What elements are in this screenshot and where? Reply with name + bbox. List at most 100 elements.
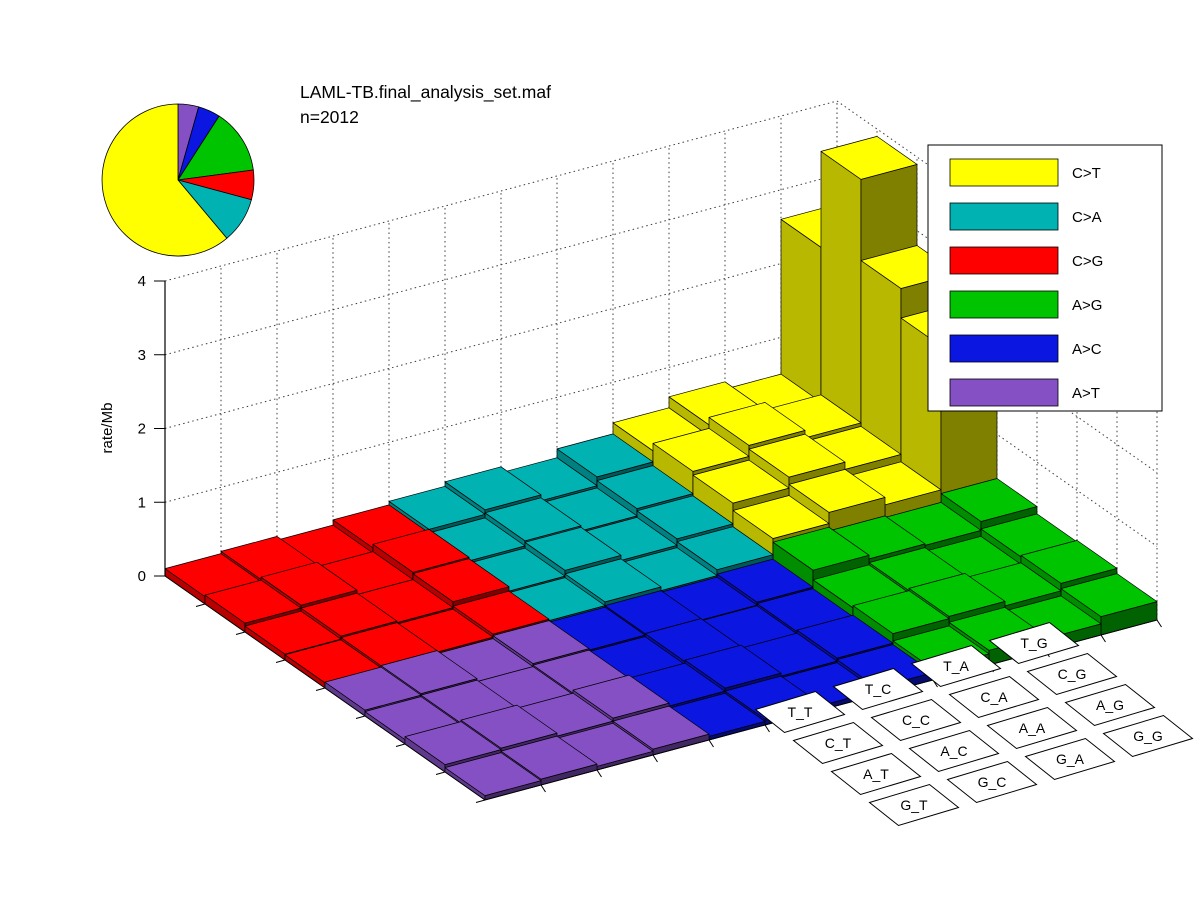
bar-top-face [732, 495, 830, 539]
z-tick-label: 2 [138, 421, 146, 438]
x-tick [540, 784, 546, 793]
context-tile [832, 667, 924, 711]
y-tick [395, 743, 406, 747]
context-tile-label: C_A [980, 689, 1008, 705]
context-tile-label: T_T [788, 704, 813, 720]
context-tile-label: G_C [978, 774, 1007, 790]
bar-top-face [260, 561, 358, 606]
x-tick [708, 739, 714, 748]
context-tile [986, 706, 1078, 750]
bar-top-face [372, 528, 470, 573]
bar-top-face [676, 526, 774, 571]
context-tile [870, 698, 962, 742]
context-tile-label: T_C [865, 681, 891, 697]
legend-swatch [949, 202, 1059, 231]
context-tile-label: C_G [1058, 666, 1087, 682]
legend-swatch [949, 158, 1059, 187]
bar-top-face [460, 704, 558, 749]
legend-label: C>G [1072, 253, 1103, 270]
context-tile [754, 690, 846, 734]
legend-swatch [949, 334, 1059, 363]
bar-top-face [692, 459, 790, 504]
legend-swatch [949, 246, 1059, 275]
context-tile-label: A_G [1096, 697, 1124, 713]
context-tile [948, 675, 1040, 719]
pie-slice-CtoT [101, 103, 228, 257]
context-tile-label: C_C [902, 712, 930, 728]
bar-top-face [404, 721, 502, 765]
bar-top-face [564, 558, 662, 603]
x-tick [652, 754, 658, 763]
context-tile [792, 721, 884, 765]
legend-swatch [949, 378, 1059, 407]
bar-top-face [636, 495, 734, 540]
bar-top-face [444, 466, 542, 511]
context-tile-label: G_T [900, 797, 928, 813]
bar-top-face [444, 752, 542, 796]
bar-top-face [500, 735, 598, 780]
context-tile [868, 783, 960, 827]
legend-item-AtoT: A>T [949, 378, 1100, 407]
grid-line [164, 174, 838, 356]
bar-top-face [452, 590, 550, 635]
context-tile-label: C_T [825, 735, 852, 751]
bar-top-face [908, 573, 1006, 617]
bar-top-face [708, 402, 806, 446]
context-tile-label: T_G [1020, 635, 1047, 651]
legend: C>T C>A C>G A>G A>C A>T [927, 144, 1163, 412]
plot-subtitle: n=2012 [300, 107, 359, 128]
context-tile [1102, 714, 1194, 758]
context-tile [946, 760, 1038, 804]
bar-top-face [204, 579, 302, 624]
z-tick-label: 3 [138, 347, 146, 364]
bar-top-face [572, 674, 670, 719]
bar-top-face [716, 558, 814, 603]
bar-top-face [244, 610, 342, 655]
bar-top-face [748, 433, 846, 478]
bar-top-face [484, 497, 582, 542]
y-tick [195, 603, 206, 607]
context-tile-label: A_T [863, 766, 889, 782]
bar-top-face [940, 478, 1038, 522]
bar-top-face [300, 592, 398, 637]
context-tile [830, 752, 922, 796]
context-tile-label: G_A [1056, 751, 1085, 767]
context-tile [1024, 737, 1116, 781]
legend-item-CtoT: C>T [949, 158, 1101, 187]
context-tile [988, 621, 1080, 665]
legend-item-AtoG: A>G [949, 290, 1102, 319]
bar-top-face [556, 433, 654, 478]
x-tick [1100, 634, 1106, 643]
y-tick [355, 715, 366, 719]
bar-top-face [684, 644, 782, 689]
bar-top-face [412, 558, 510, 603]
legend-label: A>T [1072, 385, 1100, 402]
legend-label: C>A [1072, 209, 1102, 226]
y-tick [315, 687, 326, 691]
bar-top-face [788, 469, 886, 513]
pie-slice-AtoG [177, 115, 254, 181]
bar-top-face [772, 526, 870, 571]
x-tick [596, 769, 602, 778]
bar-top-face [596, 465, 694, 509]
legend-item-AtoC: A>C [949, 334, 1102, 363]
legend-box [927, 144, 1163, 412]
context-tile [1064, 683, 1156, 727]
grid-line [164, 100, 838, 282]
bar-top-face [612, 705, 710, 750]
z-tick-label: 1 [138, 494, 146, 511]
x-tick [764, 724, 770, 733]
grid-line [164, 248, 838, 429]
plot-title-block: LAML-TB.final_analysis_set.maf n=2012 [300, 80, 551, 131]
context-tile-key: T_TT_CT_AT_GC_TC_CC_AC_GA_TA_CA_AA_GG_TG… [754, 621, 1194, 827]
pie-chart [101, 103, 255, 257]
bar-top-face [388, 485, 486, 530]
context-tile-label: G_G [1133, 728, 1163, 744]
y-tick [275, 659, 286, 663]
bar-top-face [796, 614, 894, 659]
grid-line [836, 321, 1158, 547]
bar-top-face [852, 590, 950, 634]
bar-top-face [380, 650, 478, 694]
